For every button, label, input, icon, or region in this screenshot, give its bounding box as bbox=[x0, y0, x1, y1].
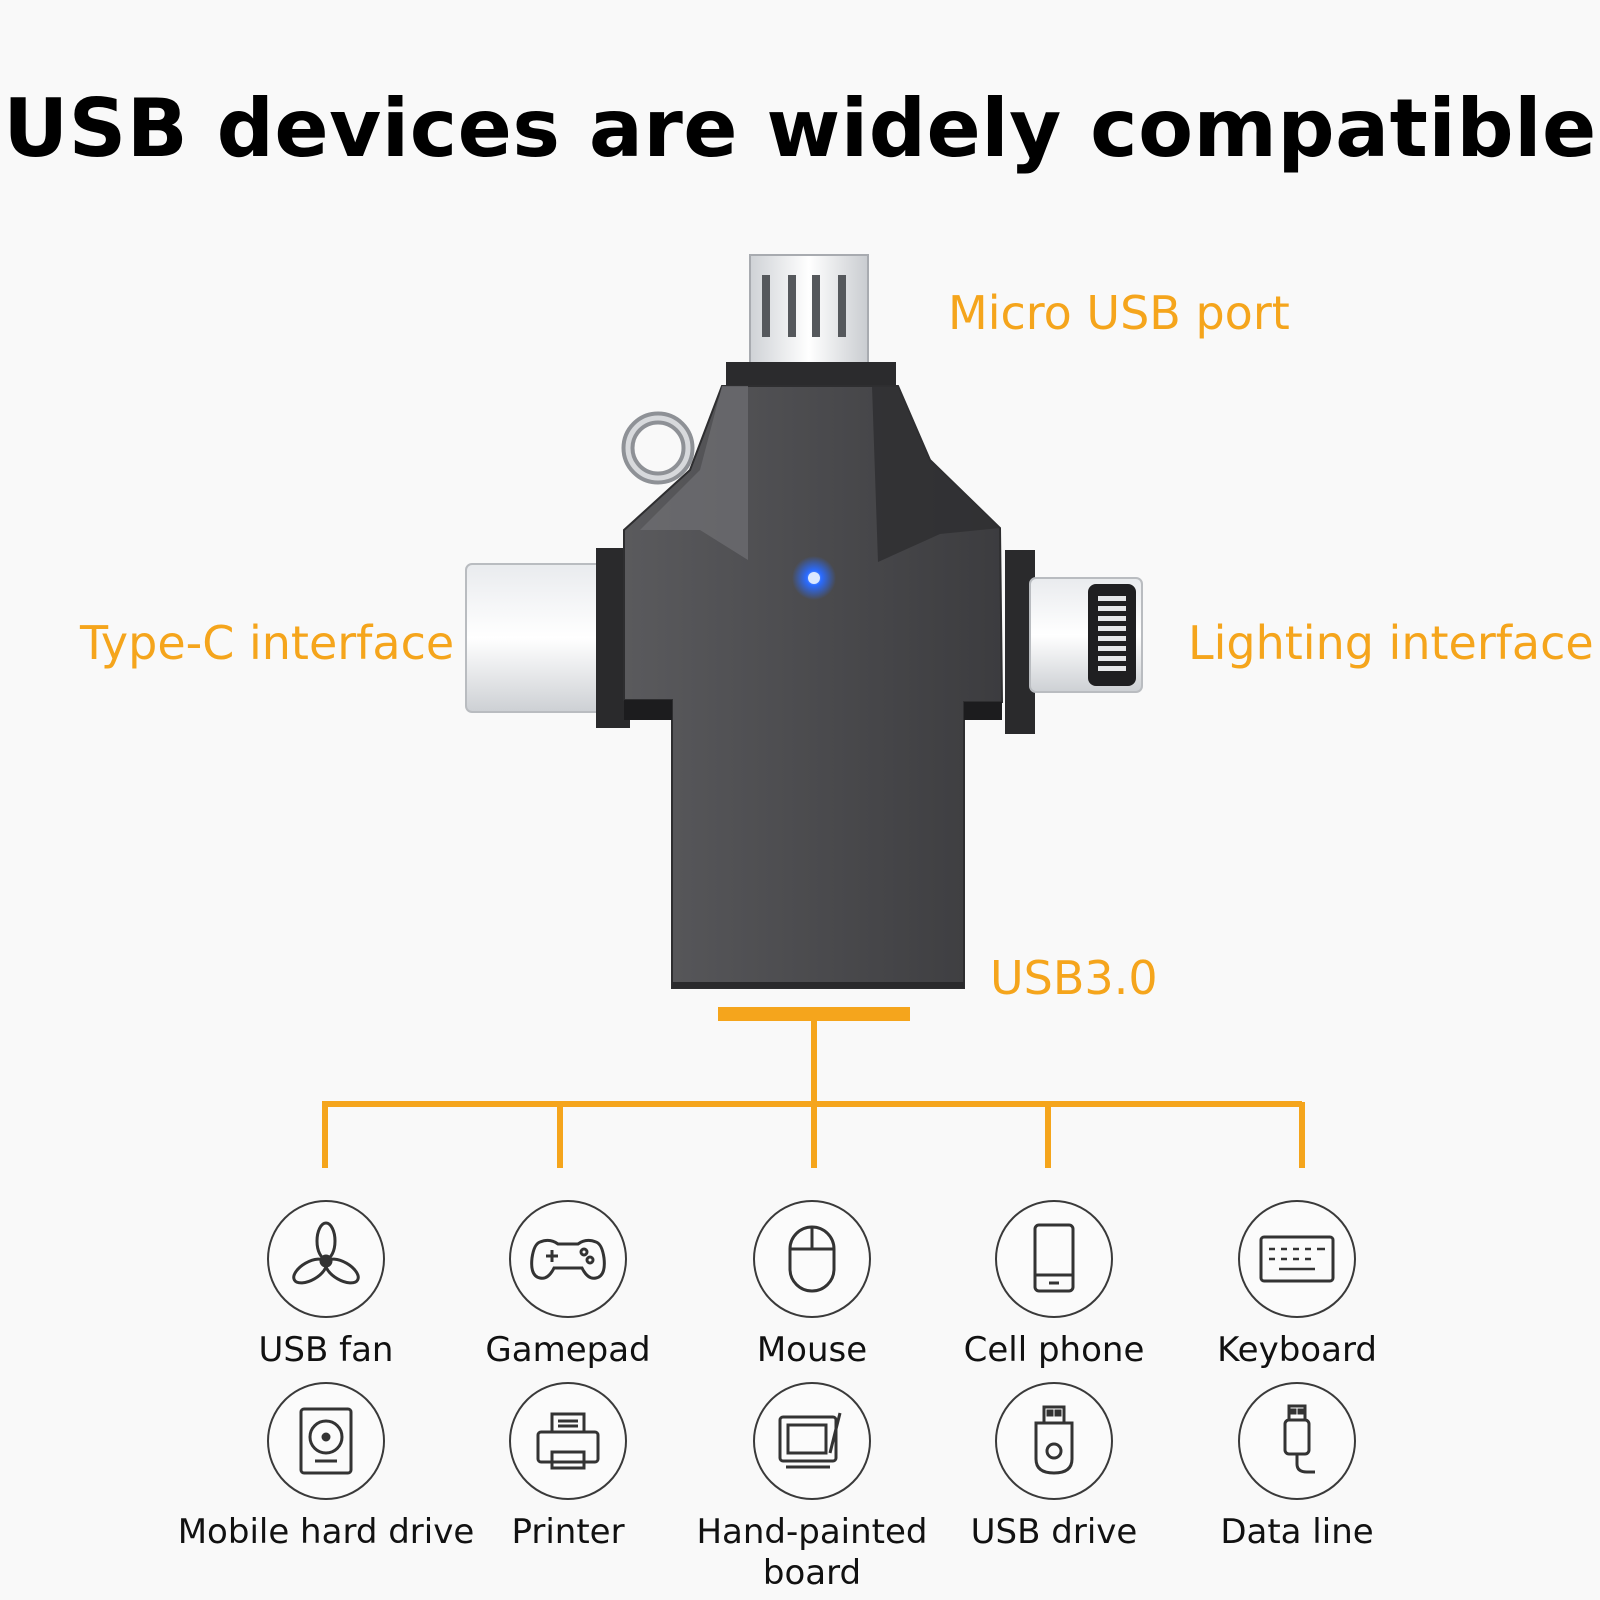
page-title: USB devices are widely compatible bbox=[3, 82, 1597, 175]
printer-icon bbox=[509, 1382, 627, 1500]
keyboard-icon bbox=[1238, 1200, 1356, 1318]
device-usb-fan: USB fan bbox=[176, 1200, 476, 1371]
type-c-label: Type-C interface bbox=[80, 616, 455, 670]
drawing-tablet-icon bbox=[753, 1382, 871, 1500]
fan-icon bbox=[267, 1200, 385, 1318]
hard-drive-icon bbox=[267, 1382, 385, 1500]
device-cell-phone: Cell phone bbox=[904, 1200, 1204, 1371]
micro-usb-plug bbox=[726, 254, 896, 390]
data-cable-icon bbox=[1238, 1382, 1356, 1500]
adapter-body bbox=[623, 385, 1004, 989]
device-label: Keyboard bbox=[1217, 1330, 1377, 1370]
key-ring bbox=[621, 411, 695, 485]
otg-adapter-illustration bbox=[465, 254, 1143, 989]
cell-phone-icon bbox=[995, 1200, 1113, 1318]
usb-drive-icon bbox=[995, 1382, 1113, 1500]
device-label: Hand-painted board bbox=[696, 1512, 928, 1593]
lightning-plug bbox=[1005, 550, 1143, 734]
device-usb-drive: USB drive bbox=[904, 1382, 1204, 1553]
device-label: Gamepad bbox=[485, 1330, 651, 1370]
device-label: Cell phone bbox=[963, 1330, 1145, 1370]
device-label: Mouse bbox=[756, 1330, 868, 1370]
device-printer: Printer bbox=[418, 1382, 718, 1553]
connector-tree bbox=[322, 1007, 1305, 1168]
status-led bbox=[792, 556, 836, 600]
usb3-label: USB3.0 bbox=[990, 951, 1158, 1005]
device-keyboard: Keyboard bbox=[1147, 1200, 1447, 1371]
lightning-label: Lighting interface bbox=[1188, 616, 1594, 670]
device-label: USB fan bbox=[258, 1330, 394, 1370]
device-label: USB drive bbox=[970, 1512, 1138, 1552]
device-mobile-hard-drive: Mobile hard drive bbox=[176, 1382, 476, 1553]
device-label: Mobile hard drive bbox=[177, 1512, 475, 1552]
device-mouse: Mouse bbox=[662, 1200, 962, 1371]
device-data-line: Data line bbox=[1147, 1382, 1447, 1553]
mouse-icon bbox=[753, 1200, 871, 1318]
device-label: Data line bbox=[1220, 1512, 1374, 1552]
micro-usb-label: Micro USB port bbox=[948, 286, 1290, 340]
device-label: Printer bbox=[511, 1512, 625, 1552]
device-gamepad: Gamepad bbox=[418, 1200, 718, 1371]
device-hand-painted-board: Hand-painted board bbox=[662, 1382, 962, 1594]
gamepad-icon bbox=[509, 1200, 627, 1318]
